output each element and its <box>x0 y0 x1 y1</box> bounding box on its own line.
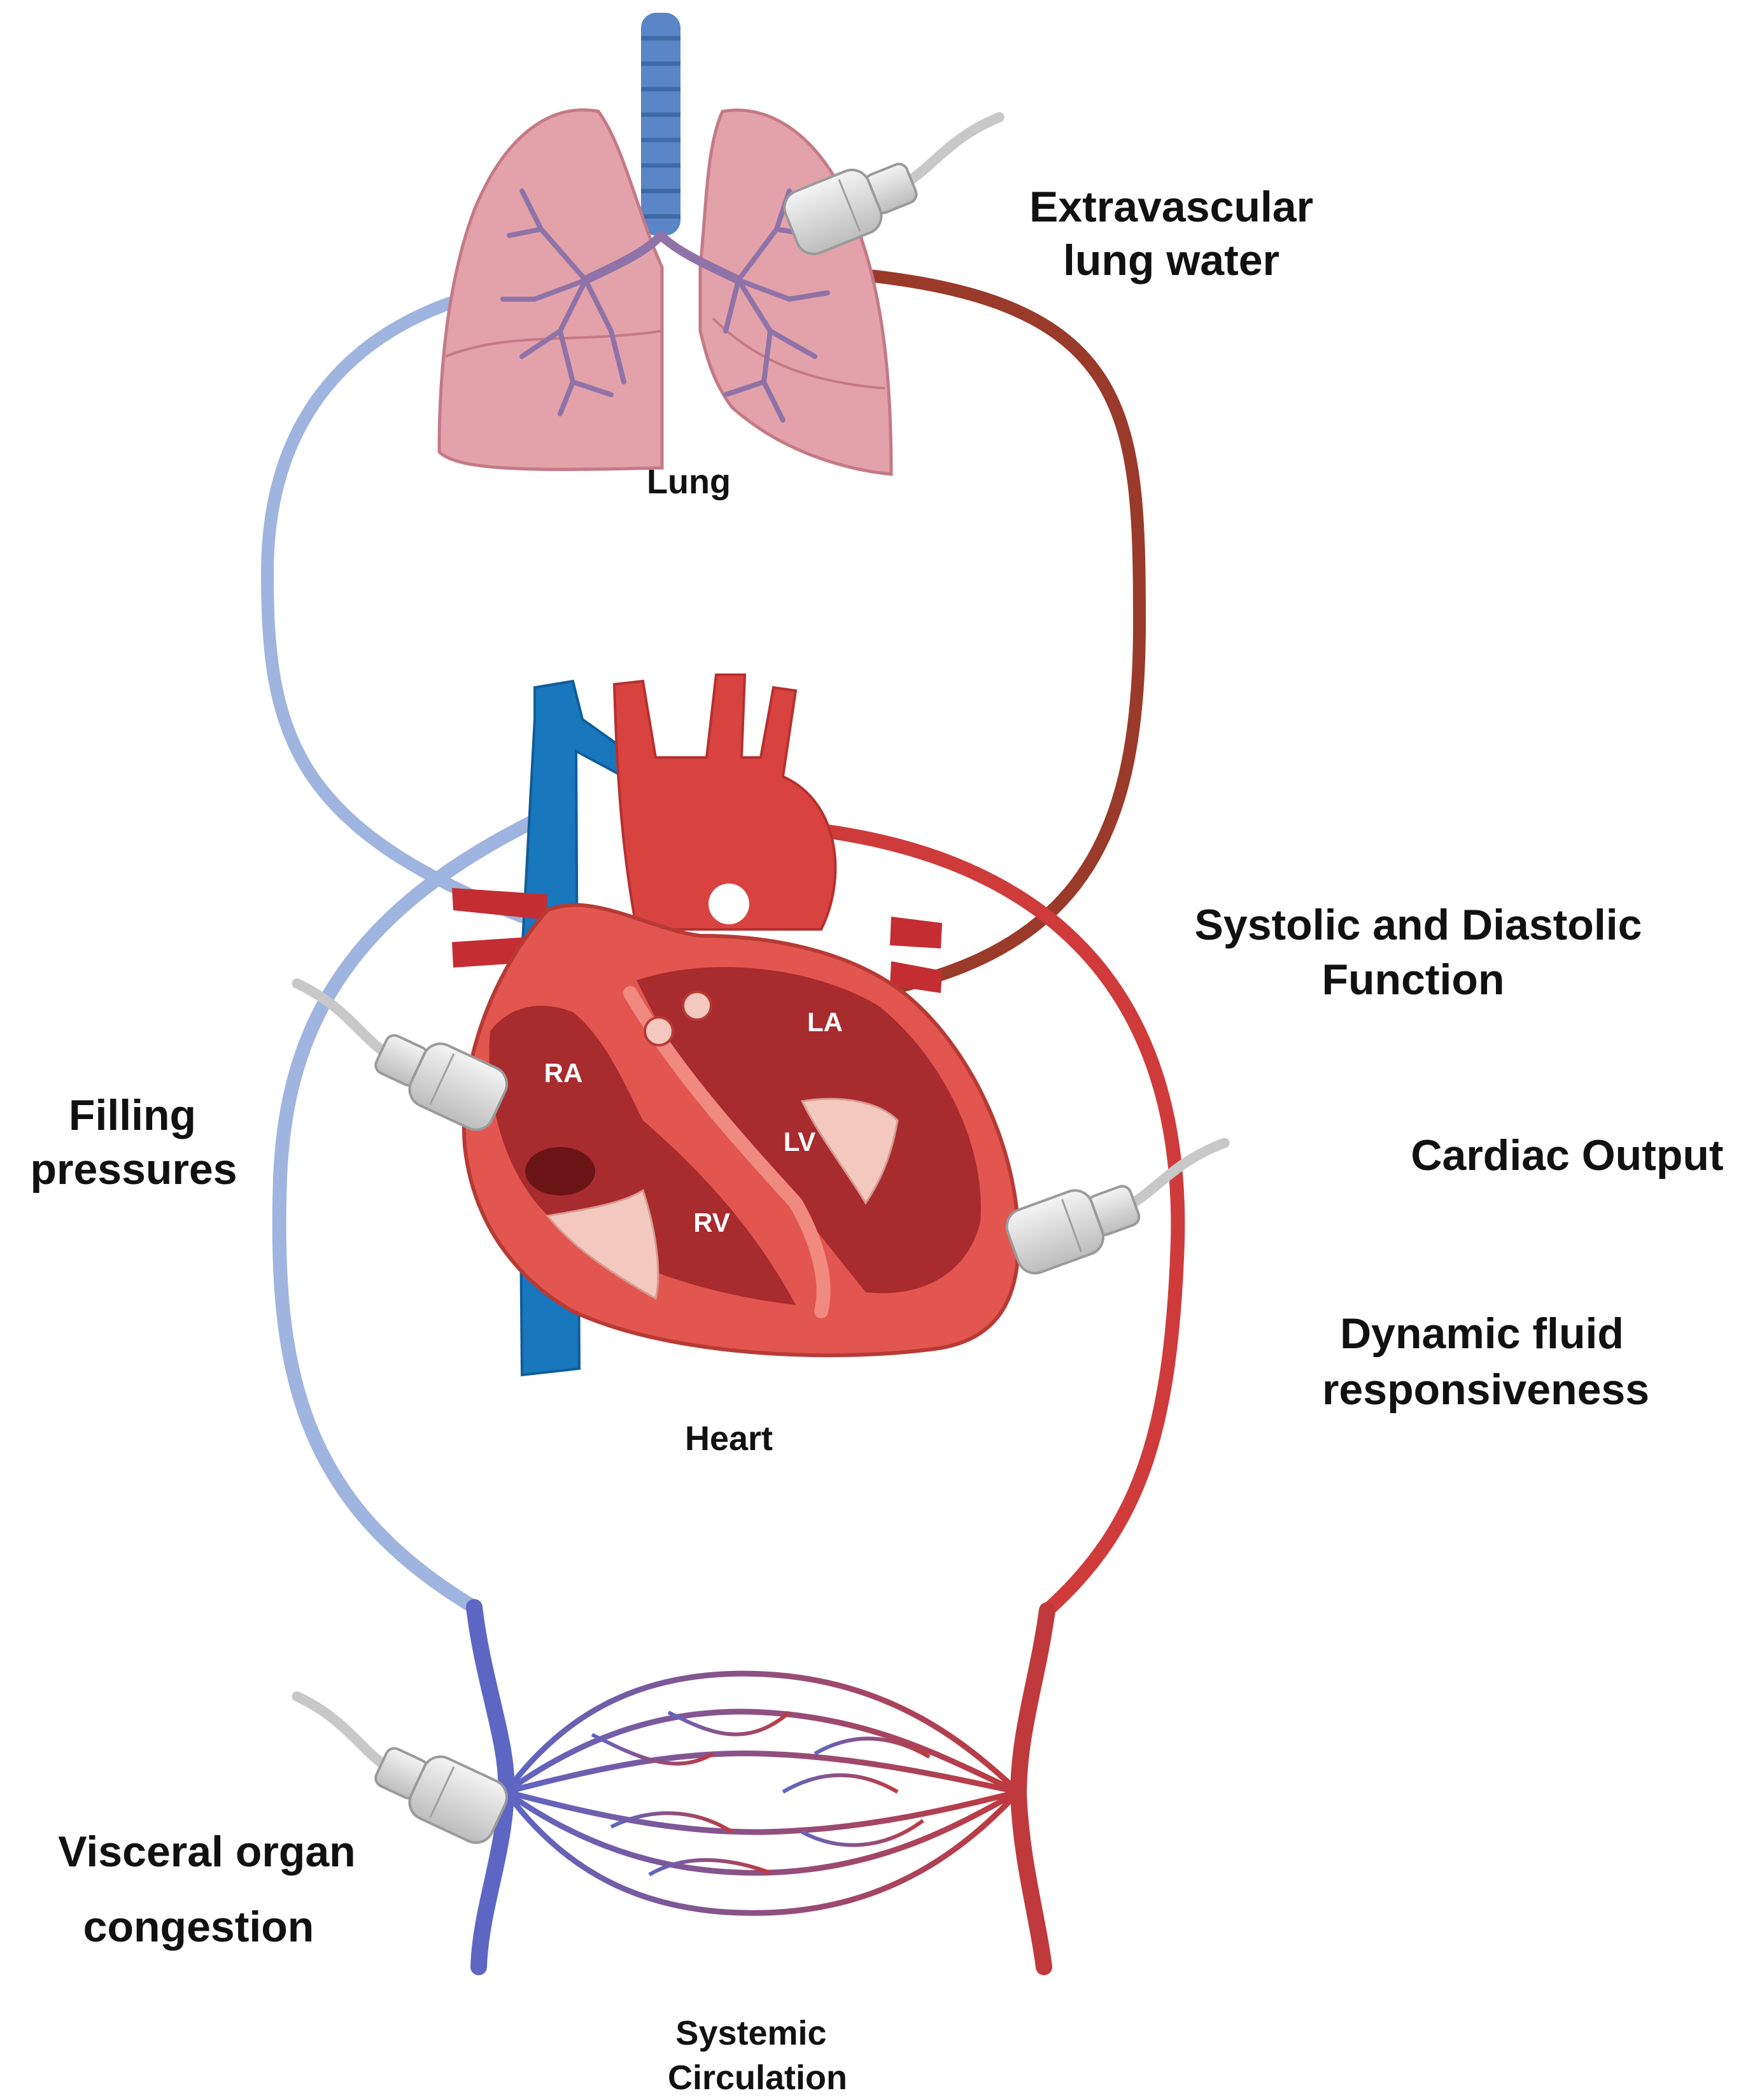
systolic-diastolic-function-label-line2: Function <box>1322 955 1504 1004</box>
heart-illustration <box>452 673 1021 1377</box>
filling-pressures-label-line2: pressures <box>30 1145 237 1194</box>
dynamic-fluid-responsiveness-label-line2: responsiveness <box>1322 1365 1649 1414</box>
lung-label: Lung <box>647 463 731 501</box>
chamber-label-rv: RV <box>693 1208 730 1237</box>
ultrasound-probe-icon <box>1002 1136 1244 1278</box>
cardiac-output-label: Cardiac Output <box>1411 1131 1723 1180</box>
systolic-diastolic-function-label-line1: Systolic and Diastolic <box>1195 901 1642 949</box>
heart-label: Heart <box>685 1420 773 1458</box>
visceral-organ-congestion-label-line1: Visceral organ <box>58 1828 355 1876</box>
arterial-tube <box>789 821 1185 1617</box>
dynamic-fluid-responsiveness-label-line1: Dynamic fluid <box>1340 1309 1624 1358</box>
extravascular-lung-water-label-line2: lung water <box>1063 236 1279 285</box>
chamber-label-ra: RA <box>544 1058 583 1088</box>
chamber-label-la: LA <box>807 1007 843 1037</box>
systemic-circulation-label-line1: Systemic <box>675 2014 826 2052</box>
systemic-circulation-illustration <box>466 1599 1055 1975</box>
filling-pressures-label-line1: Filling <box>69 1091 196 1139</box>
ultrasound-probe-icon <box>272 1689 512 1849</box>
pulmonary-vein-tube <box>821 267 1146 1006</box>
venous-return-tube <box>260 292 561 1614</box>
extravascular-lung-water-label-line1: Extravascular <box>1029 183 1313 231</box>
chamber-label-lv: LV <box>784 1127 816 1157</box>
visceral-organ-congestion-label-line2: congestion <box>83 1903 314 1951</box>
systemic-circulation-label-line2: Circulation <box>668 2059 847 2097</box>
ultrasound-probe-icon <box>779 110 1021 259</box>
